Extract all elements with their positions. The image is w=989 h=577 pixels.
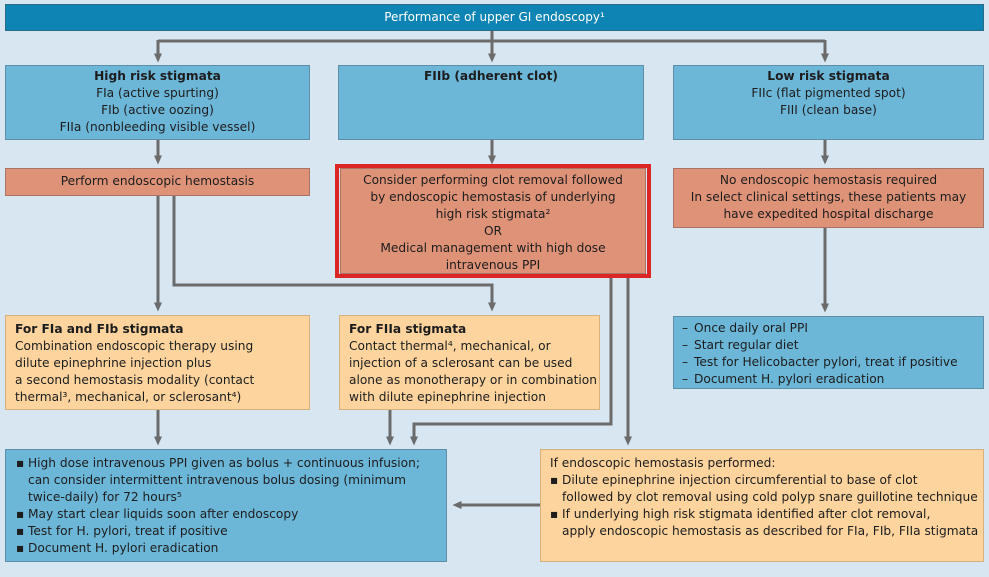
fia-fib-title: For FIa and FIb stigmata [15, 322, 184, 336]
top-banner: Performance of upper GI endoscopy¹ [5, 4, 984, 31]
ppi-mgmt-item: Document H. pylori eradication [16, 540, 446, 557]
adherent-clot-box: FIIb (adherent clot) [338, 65, 644, 140]
ppi-mgmt-box: High dose intravenous PPI given as bolus… [5, 449, 447, 562]
fiia-box: For FIIa stigmata Contact thermal⁴, mech… [339, 315, 600, 410]
fiia-line-1: Contact thermal⁴, mechanical, or [349, 339, 551, 353]
ppi-mgmt-item: High dose intravenous PPI given as bolus… [16, 455, 446, 506]
if-performed-item-2-line-2: apply endoscopic hemostasis as described… [562, 524, 979, 538]
if-performed-item-1-line-1: Dilute epinephrine injection circumferen… [562, 473, 918, 487]
adherent-clot-title: FIIb (adherent clot) [423, 69, 558, 83]
if-performed-title: If endoscopic hemostasis performed: [550, 456, 776, 470]
hemostasis-label: Perform endoscopic hemostasis [60, 174, 255, 188]
clot-line-5: Medical management with high dose [380, 241, 606, 255]
if-performed-item: Dilute epinephrine injection circumferen… [550, 472, 983, 506]
if-performed-item-1-line-2: followed by clot removal using cold poly… [562, 490, 978, 504]
fia-fib-line-1: Combination endoscopic therapy using [15, 339, 254, 353]
high-risk-line-3: FIIa (nonbleeding visible vessel) [59, 120, 256, 134]
no-hemostasis-line-3: have expedited hospital discharge [723, 207, 934, 221]
low-risk-title: Low risk stigmata [767, 69, 890, 83]
low-mgmt-box: Once daily oral PPI Start regular diet T… [673, 316, 984, 389]
low-mgmt-item: Test for Helicobacter pylori, treat if p… [682, 354, 983, 371]
fia-fib-box: For FIa and FIb stigmata Combination end… [5, 315, 310, 410]
low-mgmt-list: Once daily oral PPI Start regular diet T… [682, 320, 983, 388]
high-risk-box: High risk stigmata FIa (active spurting)… [5, 65, 310, 140]
clot-line-1: Consider performing clot removal followe… [363, 173, 623, 187]
clot-removal-box: Consider performing clot removal followe… [340, 168, 646, 274]
top-banner-label: Performance of upper GI endoscopy¹ [384, 10, 605, 24]
ppi-mgmt-item-3: Test for H. pylori, treat if positive [28, 524, 228, 538]
clot-line-3: high risk stigmata² [435, 207, 551, 221]
clot-line-4: OR [483, 224, 503, 238]
low-mgmt-item: Once daily oral PPI [682, 320, 983, 337]
if-performed-list: Dilute epinephrine injection circumferen… [550, 472, 983, 540]
fiia-line-4: with dilute epinephrine injection [349, 390, 546, 404]
clot-line-2: by endoscopic hemostasis of underlying [370, 190, 616, 204]
highlight-frame [335, 164, 651, 278]
fia-fib-line-2: dilute epinephrine injection plus [15, 356, 212, 370]
clot-line-6: intravenous PPI [445, 258, 541, 272]
no-hemostasis-line-2: In select clinical settings, these patie… [690, 190, 967, 204]
fiia-line-2: injection of a sclerosant can be used [349, 356, 573, 370]
fiia-title: For FIIa stigmata [349, 322, 467, 336]
low-mgmt-item: Start regular diet [682, 337, 983, 354]
if-performed-item-2-line-1: If underlying high risk stigmata identif… [562, 507, 931, 521]
low-risk-line-2: FIII (clean base) [780, 103, 877, 117]
high-risk-title: High risk stigmata [94, 69, 221, 83]
low-risk-box: Low risk stigmata FIIc (flat pigmented s… [673, 65, 984, 140]
ppi-mgmt-item-2: May start clear liquids soon after endos… [28, 507, 299, 521]
ppi-mgmt-list: High dose intravenous PPI given as bolus… [16, 455, 446, 557]
high-risk-line-2: FIb (active oozing) [101, 103, 214, 117]
low-mgmt-item: Document H. pylori eradication [682, 371, 983, 388]
ppi-mgmt-item-4: Document H. pylori eradication [28, 541, 219, 555]
ppi-mgmt-item: May start clear liquids soon after endos… [16, 506, 446, 523]
fia-fib-line-4: thermal³, mechanical, or sclerosant⁴) [15, 390, 242, 404]
if-performed-box: If endoscopic hemostasis performed: Dilu… [540, 449, 984, 562]
ppi-mgmt-item-1-line-3: twice-daily) for 72 hours⁵ [28, 490, 182, 504]
fiia-line-3: alone as monotherapy or in combination [349, 373, 597, 387]
if-performed-item: If underlying high risk stigmata identif… [550, 506, 983, 540]
ppi-mgmt-item: Test for H. pylori, treat if positive [16, 523, 446, 540]
no-hemostasis-box: No endoscopic hemostasis required In sel… [673, 168, 984, 228]
ppi-mgmt-item-1-line-2: can consider intermittent intravenous bo… [28, 473, 406, 487]
hemostasis-box: Perform endoscopic hemostasis [5, 168, 310, 196]
ppi-mgmt-item-1-line-1: High dose intravenous PPI given as bolus… [28, 456, 420, 470]
no-hemostasis-line-1: No endoscopic hemostasis required [719, 173, 938, 187]
high-risk-line-1: FIa (active spurting) [96, 86, 219, 100]
fia-fib-line-3: a second hemostasis modality (contact [15, 373, 255, 387]
low-risk-line-1: FIIc (flat pigmented spot) [751, 86, 906, 100]
